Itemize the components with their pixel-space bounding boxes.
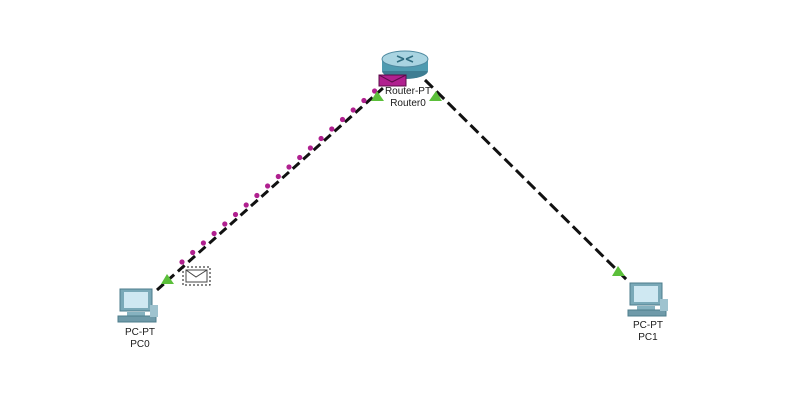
pdu-trail-dot	[190, 249, 196, 256]
link-status-up-pc1	[612, 266, 625, 276]
device-name-label: Router0	[390, 98, 426, 109]
pdu-trail-dot	[179, 259, 185, 265]
device-label-pc1: PC-PT PC1	[633, 320, 663, 344]
pdu-trail-dot	[243, 202, 249, 208]
pdu-envelope-in-transit[interactable]	[182, 266, 211, 286]
pdu-trail-dot	[350, 107, 356, 113]
pdu-trail-dot	[297, 154, 303, 161]
pdu-trail-dot	[211, 230, 217, 237]
pdu-trail-dot	[265, 183, 271, 189]
pc-icon[interactable]	[117, 288, 158, 323]
pdu-trail-dot	[232, 211, 239, 218]
pdu-trail-dot	[318, 135, 324, 142]
pdu-trail-dot	[307, 145, 313, 151]
pdu-envelope-delivered[interactable]	[378, 74, 407, 87]
pdu-trail-dot	[329, 126, 335, 132]
device-name-label: PC1	[638, 332, 658, 343]
pdu-trail-dot	[286, 164, 292, 170]
link-status-up-router-right	[429, 91, 442, 101]
link-router0-pc1[interactable]	[423, 78, 631, 284]
link-pc0-router0[interactable]	[156, 78, 393, 292]
pc-icon[interactable]	[627, 282, 668, 317]
pdu-trail-dot	[339, 116, 346, 123]
device-model-label: PC-PT	[125, 327, 155, 338]
device-label-pc0: PC-PT PC0	[125, 327, 155, 351]
pdu-trail-dot	[200, 240, 206, 246]
pdu-trail-dot	[275, 173, 281, 180]
device-model-label: Router-PT	[384, 86, 432, 97]
pdu-trail-dot	[361, 97, 367, 104]
link-status-up-pc0	[161, 274, 174, 284]
device-model-label: PC-PT	[633, 320, 663, 331]
link-status-up-router-left	[371, 91, 384, 101]
pdu-trail-dot	[254, 192, 260, 199]
pdu-trail-dot	[222, 221, 228, 227]
pdu-trail	[179, 69, 399, 265]
device-name-label: PC0	[130, 339, 150, 350]
device-label-router0: Router-PT Router0	[385, 86, 431, 110]
pdu-trail-dot	[372, 88, 378, 94]
